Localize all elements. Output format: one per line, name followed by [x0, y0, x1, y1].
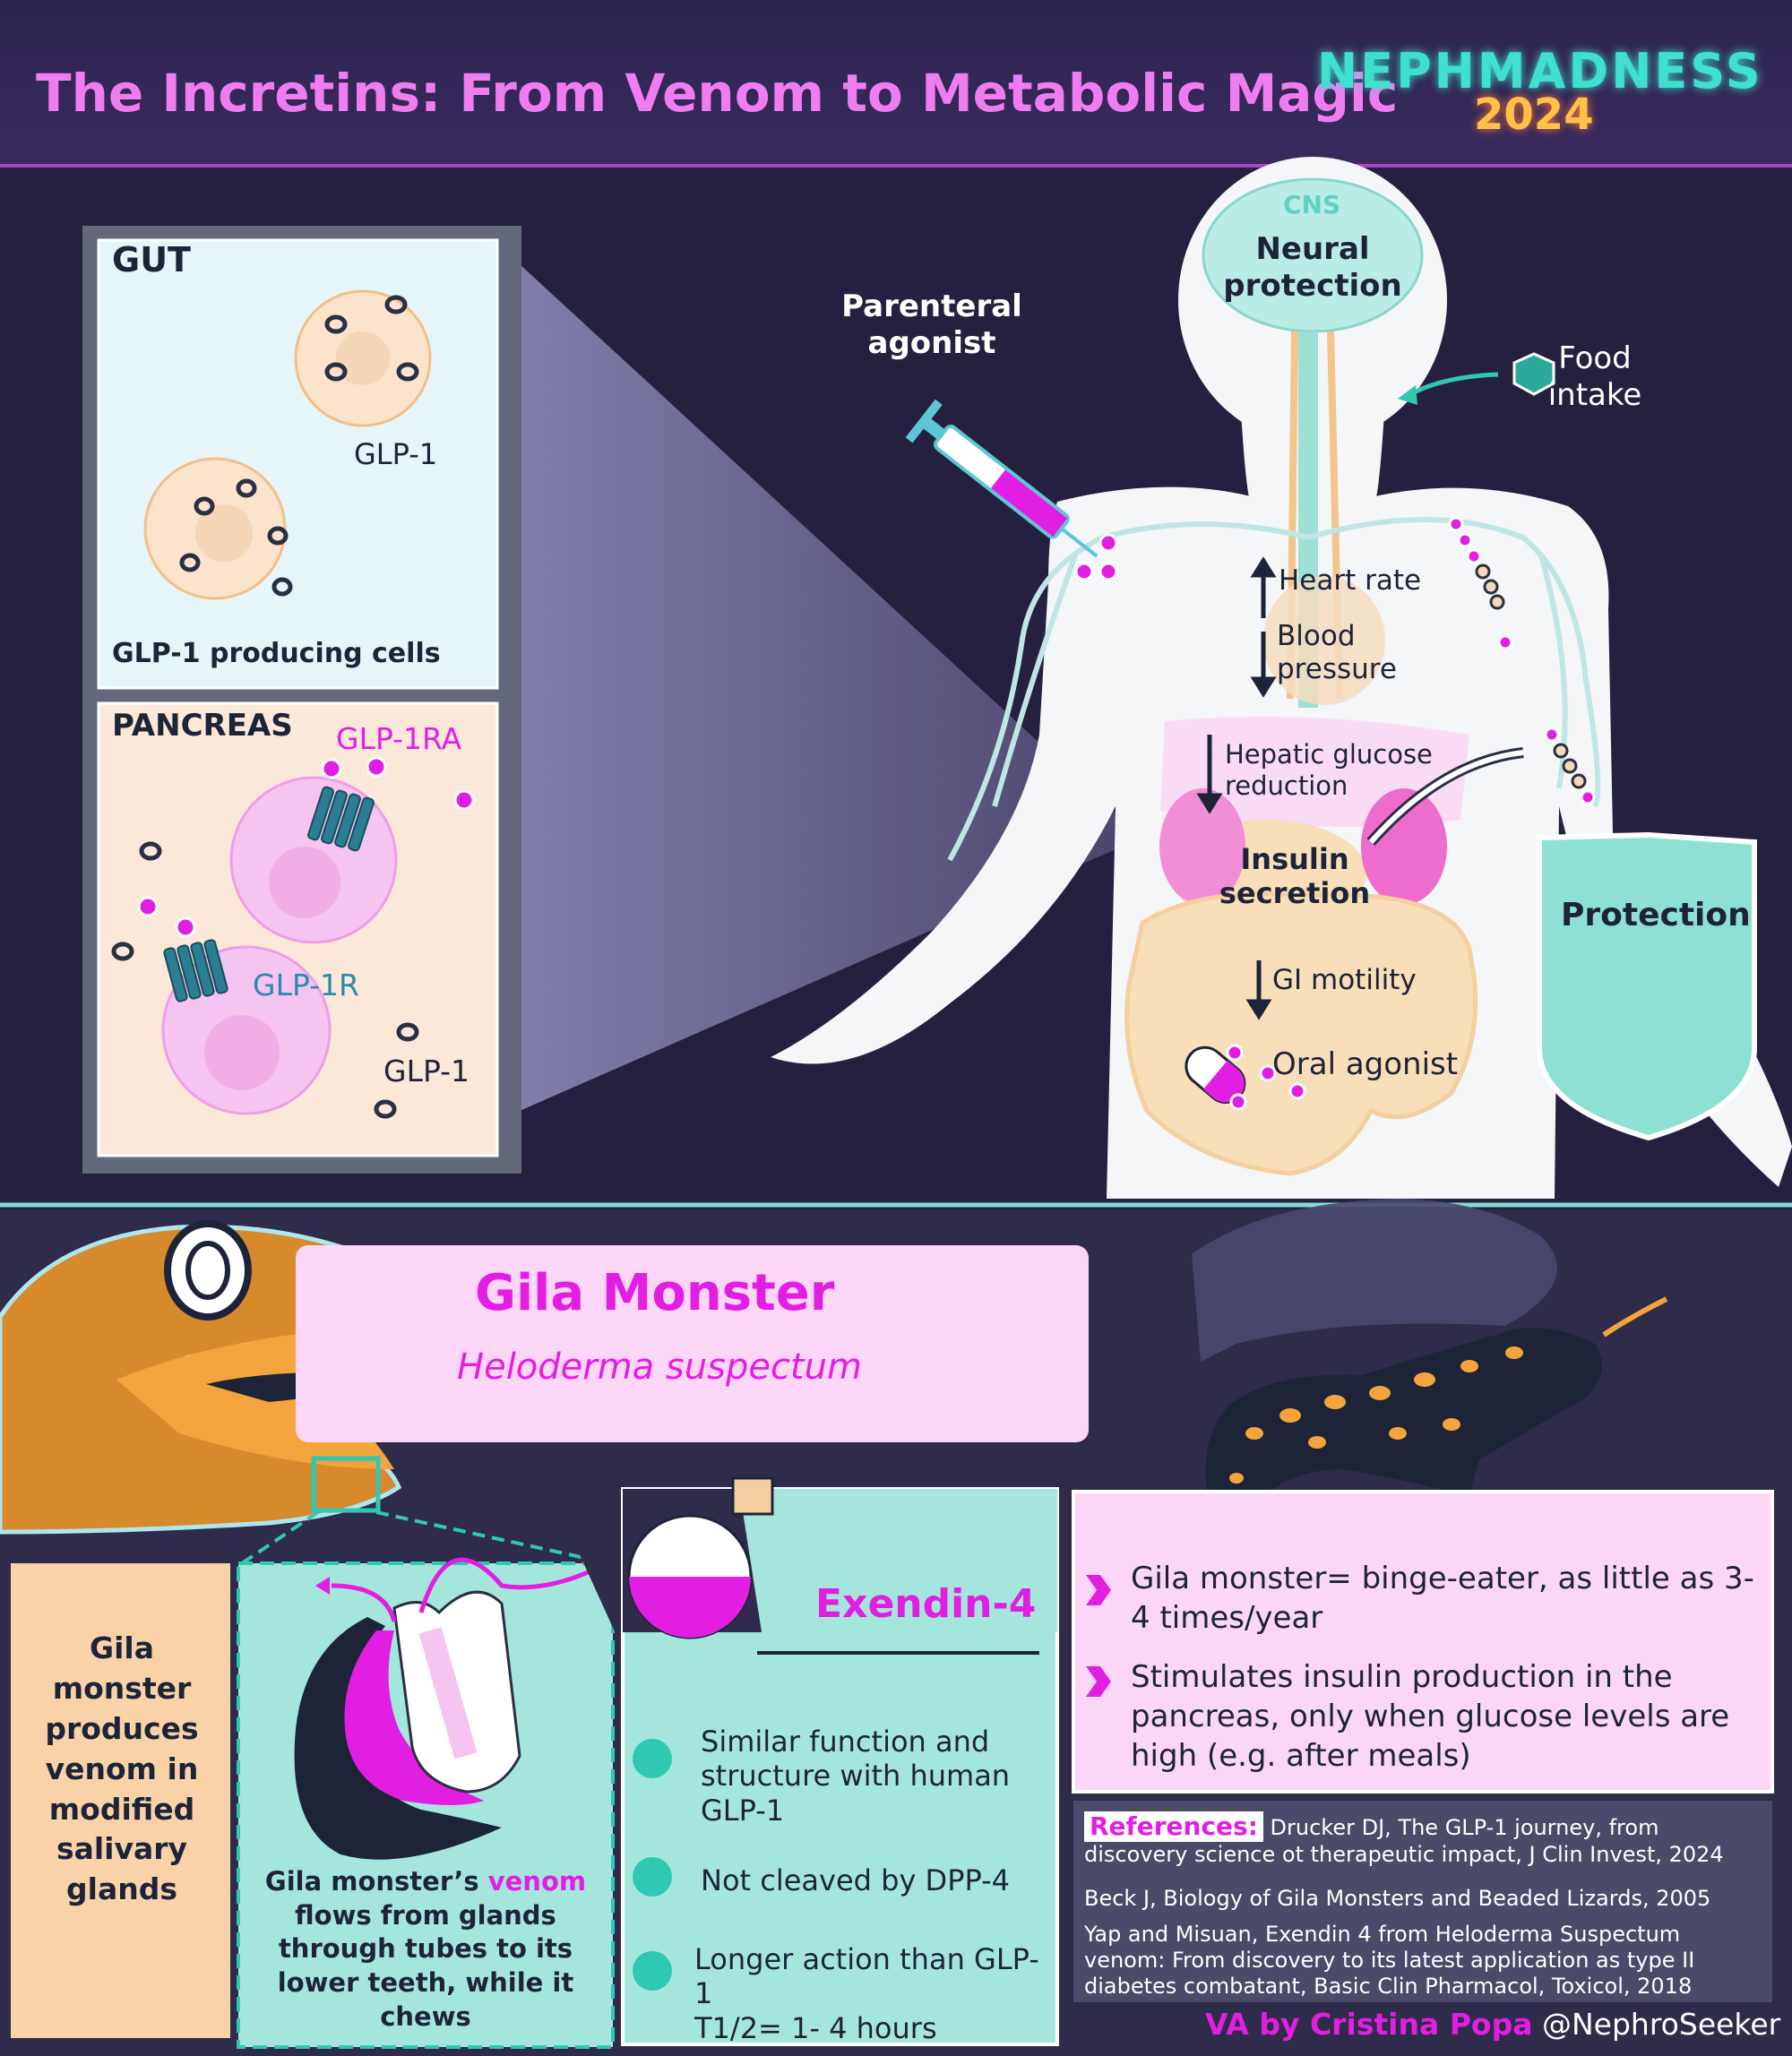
- author-credit: VA by Cristina Popa @NephroSeeker: [1205, 2007, 1781, 2042]
- oral-agonist-label: Oral agonist: [1272, 1046, 1459, 1082]
- exendin-title: Exendin-4: [815, 1581, 1037, 1627]
- glp1-label-pancreas: GLP-1: [383, 1054, 470, 1088]
- glp1r-label: GLP-1R: [253, 968, 359, 1002]
- venom-arrow: [418, 1552, 625, 1613]
- facts-box: [1072, 1490, 1774, 1794]
- pancreas-heading: PANCREAS: [112, 708, 293, 744]
- gland-diagram-box: [237, 1561, 615, 2049]
- glp1-receptor-icon: [163, 786, 375, 1002]
- cns-label: CNS: [1283, 190, 1341, 219]
- glp1-molecules: [111, 841, 419, 1119]
- references-heading: References:: [1084, 1811, 1263, 1842]
- protection-shield-icon: [1537, 831, 1757, 1141]
- glp1-cell-bottom: [143, 457, 293, 600]
- arm-glp1-chain: [1475, 563, 1587, 789]
- syringe-icon: [905, 399, 1098, 558]
- oral-agonist-molecules: [1226, 1044, 1306, 1111]
- glp1ra-molecules: [137, 756, 475, 938]
- food-icon: [1512, 352, 1555, 396]
- venom-flow-text: Gila monster’s venom flows from glands t…: [264, 1866, 587, 2032]
- heart-icon: [1263, 576, 1385, 705]
- tooth-gland-illustration: [294, 1590, 521, 1860]
- bullet-flask-icons: [633, 1739, 672, 1991]
- kidney-right-icon: [1361, 788, 1447, 905]
- glp1ra-label: GLP-1RA: [336, 721, 462, 756]
- reference-3: Yap and Misuan, Exendin 4 from Heloderma…: [1084, 1922, 1695, 1999]
- gut-heading: GUT: [112, 240, 191, 280]
- nephmadness-logo: NEPHMADNESS: [1317, 43, 1763, 99]
- exendin-bullet-2: Not cleaved by DPP-4: [701, 1863, 1010, 1897]
- header-bar: [0, 0, 1792, 166]
- arm-glp1ra-chain: [1448, 516, 1596, 805]
- kidney-left-icon: [1159, 788, 1245, 905]
- chevron-right-icon: [1086, 1666, 1111, 1697]
- fact-binge-eater: Gila monster= binge-eater, as little as …: [1131, 1561, 1754, 1637]
- heart-rate-label: Heart rate: [1279, 564, 1422, 597]
- chevron-right-icon: [1086, 1575, 1111, 1605]
- gut-box: [97, 238, 499, 690]
- protection-label: Protection: [1561, 897, 1751, 933]
- logo-year: 2024: [1474, 90, 1594, 140]
- nerves: [947, 517, 1601, 862]
- exendin-bullet-1: Similar function and structure with huma…: [701, 1725, 1011, 1828]
- effect-arrows: [1196, 556, 1277, 1020]
- potion-flask-icon: [627, 1476, 774, 1639]
- injected-agonist: [1074, 533, 1118, 581]
- glp1-label-gut: GLP-1: [354, 437, 438, 471]
- intestine-icon: [1124, 891, 1478, 1176]
- reference-2: Beck J, Biology of Gila Monsters and Bea…: [1084, 1886, 1711, 1911]
- lizard-backdrop: [1192, 1199, 1557, 1362]
- salivary-box: [11, 1563, 230, 2038]
- page-title: The Incretins: From Venom to Metabolic M…: [36, 63, 1399, 124]
- gila-monster-lizard-illustration: [1205, 1296, 1668, 1532]
- gi-motility-label: GI motility: [1272, 964, 1417, 996]
- glp1-cells-caption: GLP-1 producing cells: [112, 638, 441, 669]
- gila-monster-title: Gila Monster: [475, 1264, 835, 1322]
- fact-insulin: Stimulates insulin production in the pan…: [1131, 1659, 1730, 1775]
- species-name: Heloderma suspectum: [457, 1346, 862, 1388]
- reference-1: References: Drucker DJ, The GLP-1 journe…: [1084, 1811, 1724, 1867]
- glp1-cell-top: [294, 289, 432, 427]
- gila-title-box: [296, 1245, 1089, 1442]
- salivary-glands-text: Gila monster produces venom in modified …: [45, 1630, 199, 1907]
